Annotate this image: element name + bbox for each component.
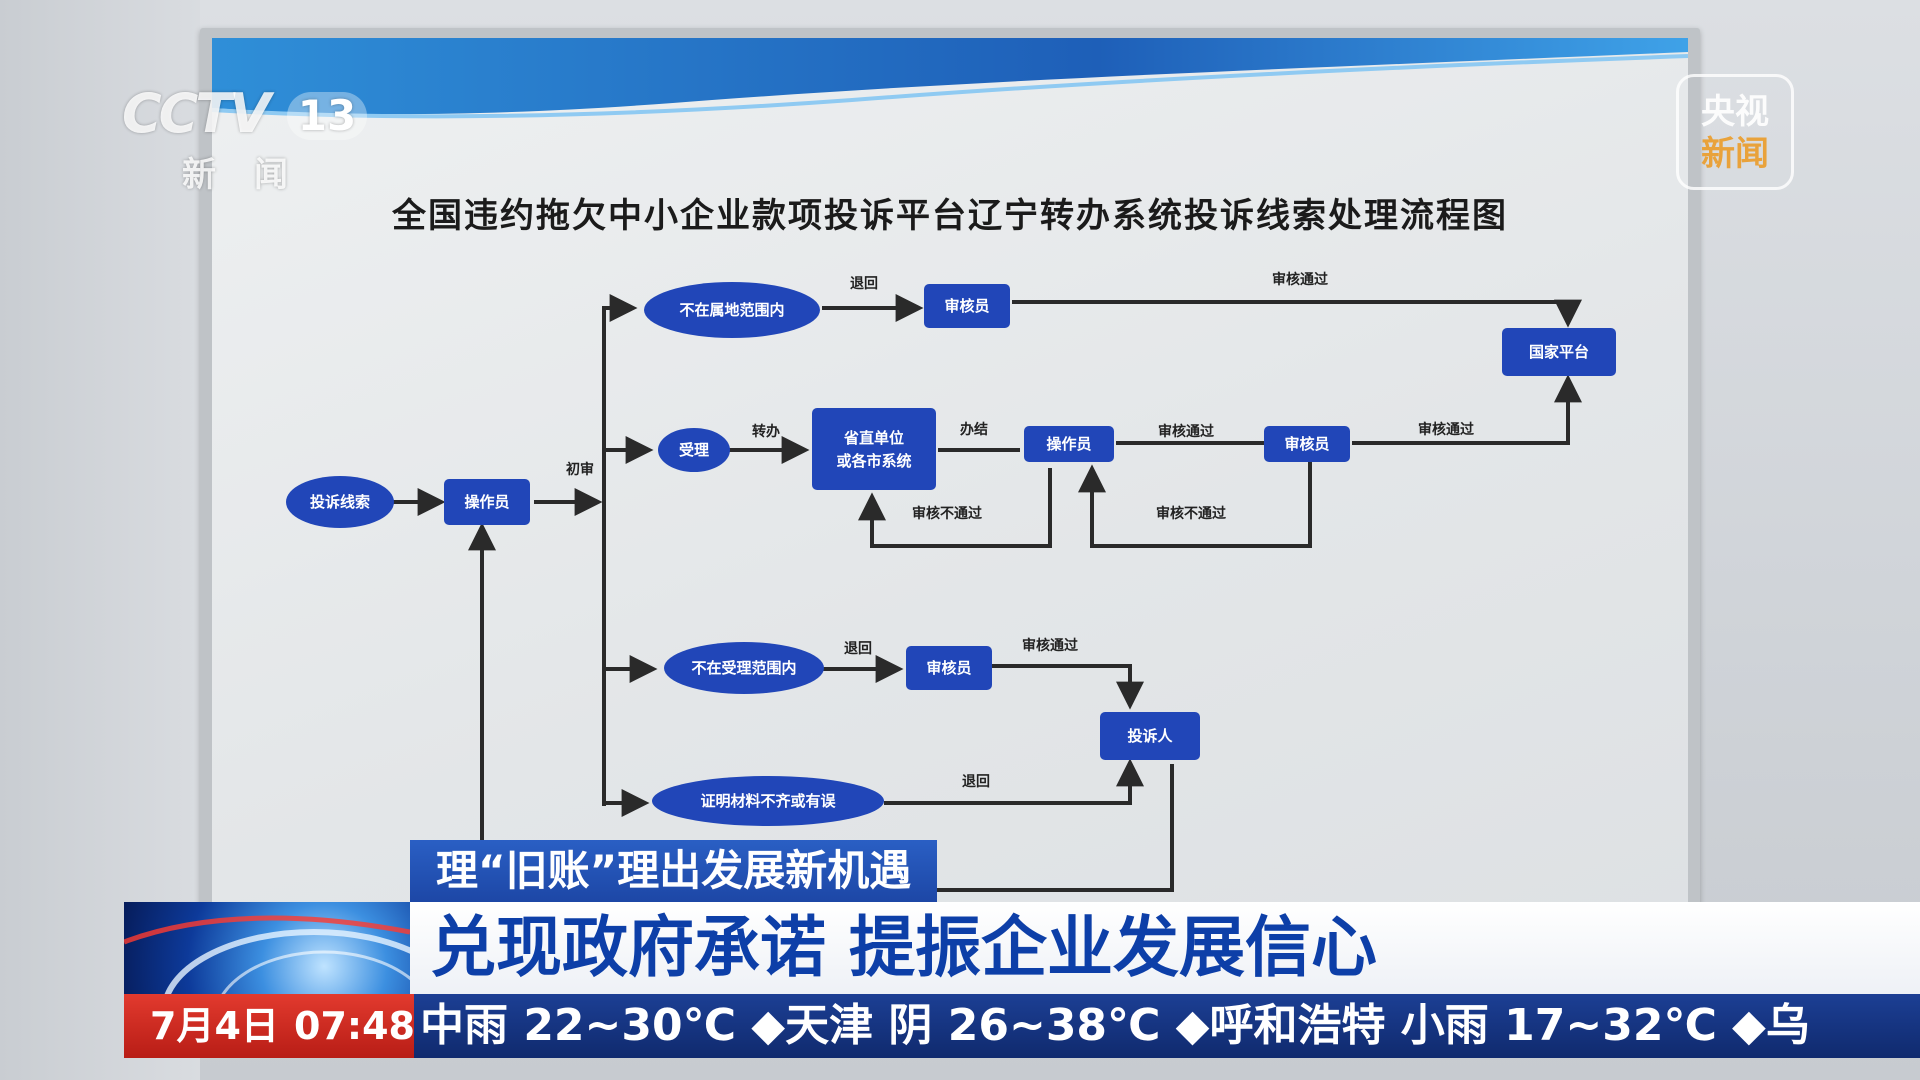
edge-label-return-3: 退回 [962,774,990,790]
node-complaint-lead [286,476,394,528]
yangshi-logo-line1: 央视 [1701,92,1769,132]
wall-background [0,0,200,1080]
node-operator-2 [1024,426,1114,462]
edge-label-concluded: 办结 [960,421,988,438]
node-provincial-units-label-1: 省直单位 [843,429,904,447]
node-not-in-territory-label: 不在属地范围内 [679,301,784,319]
node-not-in-acceptance [664,642,824,694]
node-provincial-units [812,408,936,490]
node-national-platform [1502,328,1616,376]
node-incomplete-materials-label: 证明材料不齐或有误 [700,792,836,810]
node-reviewer-top [924,284,1010,328]
yangshi-logo-line2: 新闻 [1701,134,1769,174]
board-wave-decoration [212,38,1688,119]
flow-connectors [392,294,1582,892]
node-reviewer-mid-label: 审核员 [1284,435,1329,453]
flow-edge-labels: 初审 退回 审核通过 转办 办结 审核通过 审核通过 审核不通过 审核不通过 退… [566,271,1474,790]
flowchart: 投诉线索 操作员 不在属地范围内 审核员 国家平台 受理 省直单位 或各市系统 … [286,271,1616,892]
globe-graphic [124,902,410,994]
edge-label-approved-mid1: 审核通过 [1158,423,1214,440]
node-not-in-territory [644,282,820,338]
edge-label-approved-mid2: 审核通过 [1418,421,1474,438]
node-reviewer-low-label: 审核员 [926,659,971,677]
edge-label-approved-top: 审核通过 [1272,271,1328,288]
ticker-bar [124,994,1920,1058]
node-accept-label: 受理 [679,441,709,459]
node-complainant [1100,712,1200,760]
node-operator-1-label: 操作员 [464,493,509,511]
flow-nodes: 投诉线索 操作员 不在属地范围内 审核员 国家平台 受理 省直单位 或各市系统 … [286,282,1616,826]
channel-number: 13 [287,92,367,140]
channel-sub: 新闻 [182,155,326,195]
date-time-box: 7月4日 07:48 [124,994,415,1058]
edge-label-preliminary-review: 初审 [566,461,594,478]
node-national-platform-label: 国家平台 [1529,343,1589,361]
node-incomplete-materials [652,776,884,826]
ticker-time: 07:48 [294,1004,415,1048]
edge-label-rejected-2: 审核不通过 [1156,505,1226,522]
node-provincial-units-label-2: 或各市系统 [836,452,911,470]
node-complainant-label: 投诉人 [1127,727,1173,745]
headline: 兑现政府承诺 提振企业发展信心 [430,909,1377,986]
cctv-wordmark: CCTV [122,82,271,145]
edge-label-approved-low: 审核通过 [1022,637,1078,654]
topic-banner: 理“旧账”理出发展新机遇 [410,840,938,902]
node-not-in-acceptance-label: 不在受理范围内 [691,659,796,677]
ticker-date: 7月4日 [150,1004,279,1048]
edge-label-transfer: 转办 [752,423,780,440]
node-reviewer-top-label: 审核员 [944,297,989,315]
weather-ticker: 中雨 22~30℃ ◆天津 阴 26~38℃ ◆呼和浩特 小雨 17~32℃ ◆… [420,1000,1810,1051]
whiteboard: 全国违约拖欠中小企业款项投诉平台辽宁转办系统投诉线索处理流程图 [212,38,1688,1028]
yangshi-news-logo: 央视 新闻 [1676,74,1794,190]
headline-bar [410,902,1920,994]
globe-swirl-icon [124,915,410,994]
node-operator-1 [444,479,530,525]
node-reviewer-mid [1264,426,1350,462]
edge-label-rejected-1: 审核不通过 [912,505,982,522]
node-reviewer-low [906,646,992,690]
node-accept [658,428,730,472]
node-operator-2-label: 操作员 [1046,435,1091,453]
node-complaint-lead-label: 投诉线索 [310,493,370,511]
edge-label-return-2: 退回 [844,641,872,657]
edge-label-return-1: 退回 [850,276,878,292]
cctv13-logo: CCTV 13 新闻 [122,82,372,195]
flowchart-title: 全国违约拖欠中小企业款项投诉平台辽宁转办系统投诉线索处理流程图 [392,196,1508,236]
